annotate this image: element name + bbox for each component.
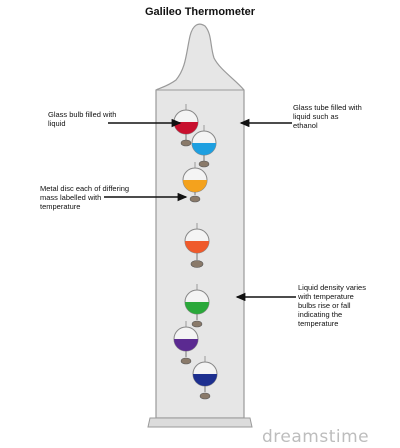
label-liquid-density: Liquid density varies with temperature b… xyxy=(298,283,366,328)
diagram-title: Galileo Thermometer xyxy=(144,6,256,18)
metal-disc xyxy=(198,160,210,168)
metal-disc xyxy=(180,357,192,365)
metal-disc xyxy=(191,320,203,328)
metal-disc xyxy=(189,195,201,203)
bulb-navy xyxy=(192,356,218,400)
metal-disc xyxy=(180,139,192,147)
label-metal-disc: Metal disc each of differing mass labell… xyxy=(40,184,130,211)
tube-base xyxy=(147,417,253,428)
label-glass-bulb: Glass bulb filled with liquid xyxy=(48,110,117,128)
glass-tube xyxy=(155,23,245,419)
metal-disc xyxy=(190,260,204,268)
label-glass-tube: Glass tube filled with liquid such as et… xyxy=(293,103,362,130)
bulb-purple xyxy=(173,321,199,365)
bulb-green xyxy=(184,284,210,328)
bulb-orange xyxy=(182,162,208,203)
bulb-light-blue xyxy=(191,125,217,168)
watermark: dreamstime xyxy=(262,427,370,447)
metal-disc xyxy=(199,392,211,400)
bulb-salmon xyxy=(184,223,210,268)
